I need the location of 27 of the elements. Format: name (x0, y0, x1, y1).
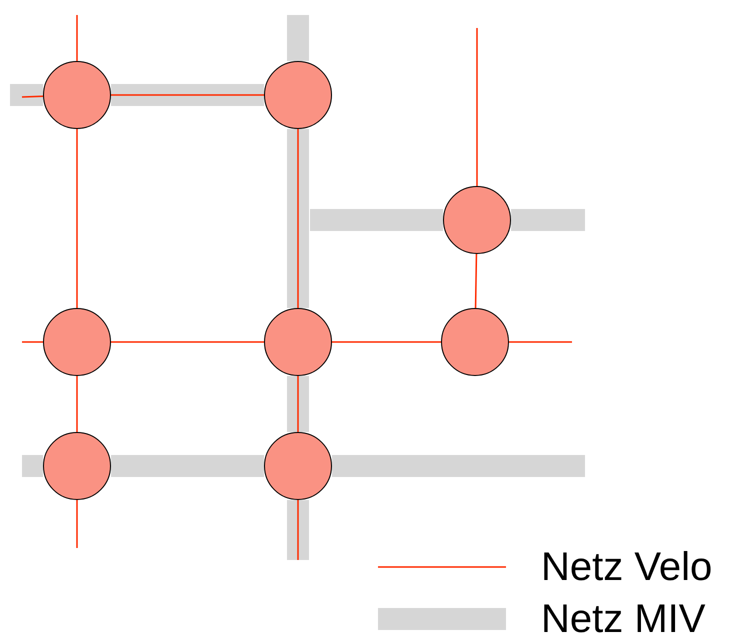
road-band (332, 455, 585, 477)
route-line (509, 341, 572, 343)
road-band (287, 129, 309, 308)
route-line (76, 129, 78, 308)
road-band (10, 84, 43, 106)
route-line (476, 28, 478, 186)
route-line (22, 95, 44, 98)
route-line (22, 341, 43, 343)
route-line (474, 254, 478, 308)
route-line (332, 341, 441, 343)
road-band (111, 455, 264, 477)
route-line (111, 94, 264, 96)
legend-text: Netz MIV (541, 599, 706, 639)
road-band (22, 455, 43, 477)
legend-text: Netz Velo (541, 547, 712, 587)
road-band (310, 209, 443, 231)
route-line (111, 341, 264, 343)
road-band (287, 376, 309, 432)
road-band (511, 209, 585, 231)
route-line (297, 376, 299, 432)
route-line (76, 376, 78, 432)
road-band (287, 500, 309, 560)
route-line (76, 500, 78, 548)
road-band (111, 84, 264, 106)
route-line (76, 15, 78, 61)
route-line (297, 500, 299, 560)
road-band (287, 15, 309, 61)
